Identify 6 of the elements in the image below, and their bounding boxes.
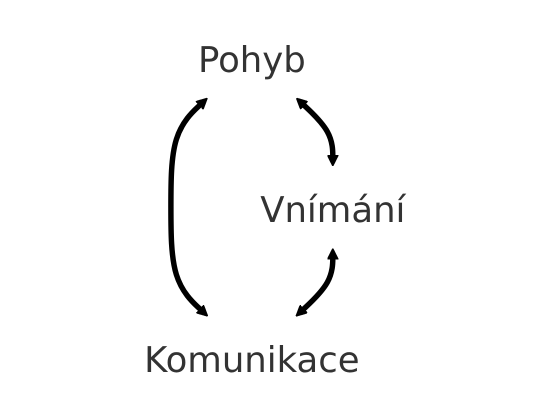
node-text: Vnímání	[260, 190, 406, 232]
arrow	[296, 98, 339, 167]
node-text: Komunikace	[144, 340, 360, 382]
node-text: Pohyb	[198, 40, 306, 81]
arrow	[168, 98, 208, 317]
arrow	[295, 248, 339, 317]
